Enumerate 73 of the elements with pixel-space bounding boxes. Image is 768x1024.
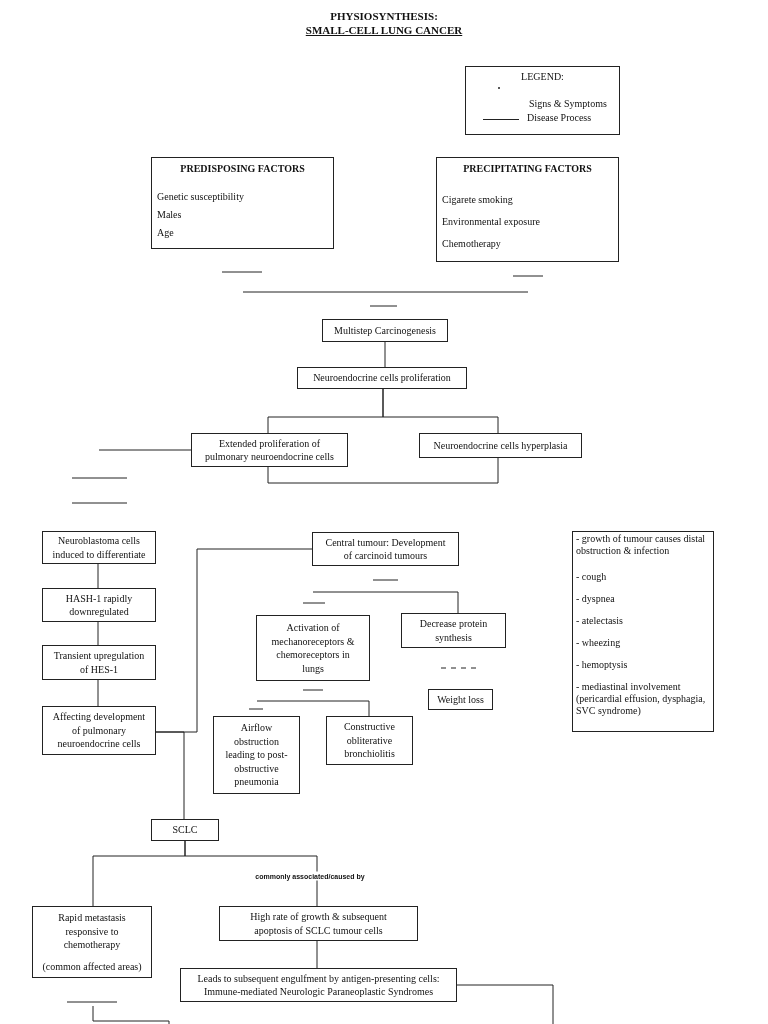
- node-text: Extended proliferation of pulmonary neuroendocrine cells: [204, 436, 335, 464]
- node-text: (common affected areas): [42, 959, 142, 973]
- process-box: [32, 906, 152, 978]
- process-box: [213, 716, 300, 794]
- node-text: Weight loss: [437, 692, 484, 707]
- list-item: - dyspnea: [576, 593, 615, 605]
- connector-line: [256, 700, 370, 717]
- process-box: [312, 532, 459, 566]
- connector-line: [267, 457, 499, 484]
- process-box: [151, 819, 219, 841]
- node-text: Leads to subsequent engulfment by antigen-presenting cells: Immune-mediated Neurologic Paraneoplastic Syndromes: [196, 971, 441, 999]
- process-box: [42, 645, 156, 680]
- connector-line: [97, 679, 99, 707]
- process-box: [256, 615, 370, 681]
- list-item: - wheezing: [576, 637, 621, 649]
- node-text: Neuroendocrine cells hyperplasia: [433, 438, 568, 453]
- node-text: Rapid metastasis responsive to chemotherapy: [57, 911, 127, 952]
- process-box: [42, 531, 156, 564]
- list-item: Age: [157, 227, 174, 239]
- list-item: - atelectasis: [576, 615, 623, 627]
- diagram-title: PHYSIOSYNTHESIS:: [330, 10, 438, 23]
- node-text: Central tumour: Development of carcinoid tumours: [324, 535, 447, 563]
- connector-line: [97, 621, 99, 646]
- process-box: [419, 433, 582, 458]
- list-item: Environmental exposure: [442, 216, 541, 228]
- node-text: Multistep Carcinogenesis: [334, 323, 436, 338]
- node-text: Neuroendocrine cells proliferation: [313, 371, 451, 385]
- legend-text: Signs & Symptoms: [529, 98, 607, 110]
- list-item: - cough: [576, 571, 607, 583]
- diagram-subtitle: SMALL-CELL LUNG CANCER: [305, 23, 463, 37]
- process-box: [297, 367, 467, 389]
- list-item: - mediastinal involvement (pericardial effusion, dysphagia, SVC syndrome): [576, 681, 707, 717]
- process-box: [180, 968, 457, 1002]
- list-item: - growth of tumour causes distal obstruction & infection: [576, 533, 707, 557]
- process-box: [401, 613, 506, 648]
- connector-line: [98, 449, 192, 451]
- node-text: Activation of mechanoreceptors & chemoreceptors in lungs: [270, 621, 356, 675]
- process-box: [42, 588, 156, 622]
- process-box: [428, 689, 493, 710]
- list-item: Cigarete smoking: [442, 194, 513, 206]
- node-text: HASH-1 rapidly downregulated: [64, 591, 134, 619]
- factor-box: [436, 157, 619, 262]
- legend-text: Disease Process: [527, 112, 592, 124]
- connector-line: [155, 731, 185, 820]
- process-box: [191, 433, 348, 467]
- connector-line: [184, 840, 318, 907]
- box-heading: PREDISPOSING FACTORS: [180, 163, 305, 175]
- list-item: Males: [157, 209, 182, 221]
- legend-heading: LEGEND:: [521, 71, 564, 83]
- node-text: Transient upregulation of HES-1: [52, 649, 146, 676]
- symptom-box: [572, 531, 714, 732]
- process-box: [326, 716, 413, 765]
- node-text: SCLC: [172, 823, 198, 837]
- factor-box: [151, 157, 334, 249]
- process-box: [42, 706, 156, 755]
- node-text: Airflow obstruction leading to post-obstructive pneumonia: [224, 721, 289, 789]
- box-heading: PRECIPITATING FACTORS: [463, 163, 592, 175]
- connector-line: [312, 591, 459, 614]
- connector-line: [316, 940, 318, 969]
- connector-line: [456, 984, 554, 1024]
- node-text: Constructive obliterative bronchiolitis: [342, 720, 397, 761]
- node-text: Affecting development of pulmonary neuroendocrine cells: [51, 710, 147, 751]
- node-text: Neuroblastoma cells induced to differentiate: [51, 534, 147, 561]
- list-item: Genetic susceptibility: [157, 191, 244, 203]
- node-text: Decrease protein synthesis: [418, 617, 489, 644]
- connector-line: [97, 563, 99, 589]
- process-box: [219, 906, 418, 941]
- list-item: - hemoptysis: [576, 659, 628, 671]
- connector-line: [384, 341, 386, 368]
- list-item: Chemotherapy: [442, 238, 501, 250]
- node-text: High rate of growth & subsequent apoptosis of SCLC tumour cells: [249, 910, 388, 937]
- process-box: [322, 319, 448, 342]
- connector-line: [382, 388, 499, 434]
